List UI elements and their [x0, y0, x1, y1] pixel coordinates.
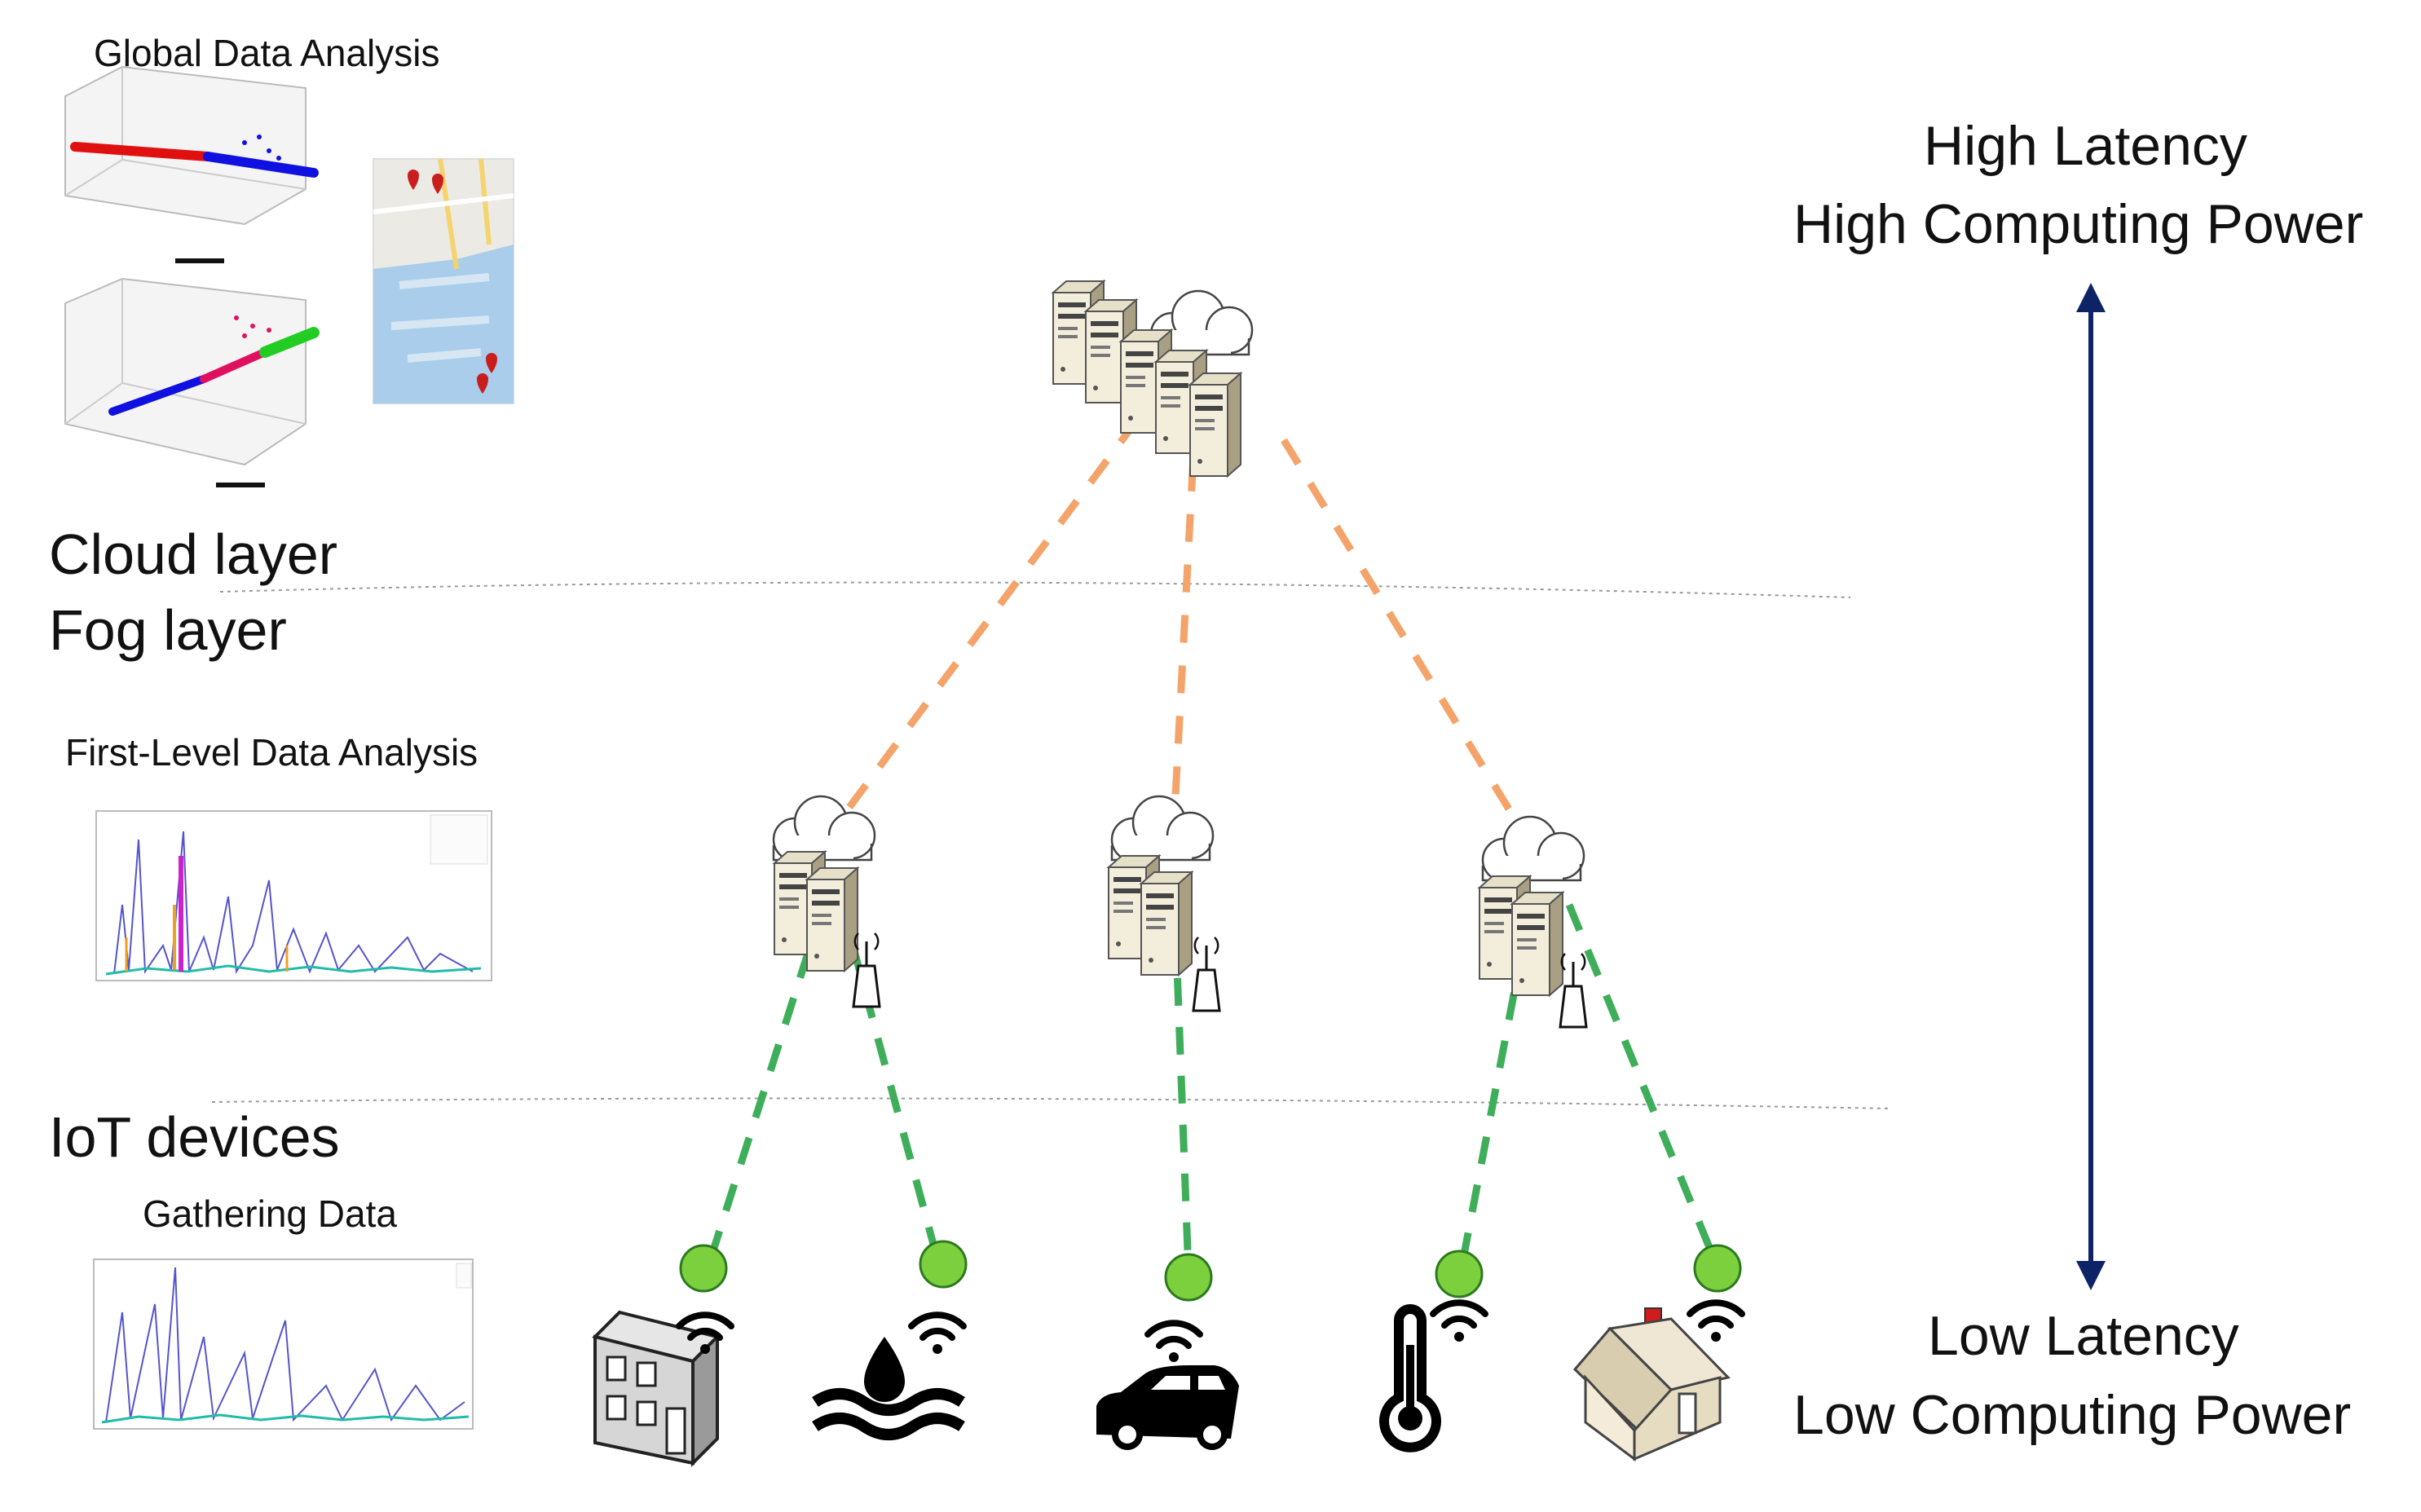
fog-device-link-5	[1565, 903, 1720, 1265]
city-map-thumbnail	[373, 158, 514, 404]
thermometer-icon	[1379, 1304, 1441, 1452]
gathering-timeseries-thumbnail	[93, 1259, 474, 1430]
fog-layer-label: Fog layer	[49, 598, 287, 662]
fog-device-link-1	[705, 903, 827, 1265]
thermometer-wifi-icon	[1433, 1303, 1485, 1342]
water-wifi-icon	[911, 1315, 964, 1354]
first-level-timeseries-thumbnail	[95, 810, 492, 981]
cloud-fog-link-3	[1281, 438, 1532, 844]
house-icon	[1572, 1307, 1731, 1461]
iot-layer-label: IoT devices	[49, 1105, 340, 1169]
gathering-data-title: Gathering Data	[143, 1192, 397, 1235]
scatter-3d-plot-bottom	[64, 277, 320, 487]
cloud-fog-link-1	[828, 417, 1140, 834]
fog-server-3-icon	[1479, 815, 1588, 1029]
device-node-icons	[679, 1240, 1742, 1302]
fog-iot-divider	[211, 1097, 1892, 1109]
cloud-layer-label: Cloud layer	[49, 522, 338, 586]
high-latency-label: High Latency	[1924, 115, 2247, 177]
fog-server-2-icon	[1108, 795, 1221, 1012]
first-level-analysis-title: First-Level Data Analysis	[65, 731, 478, 774]
low-power-label: Low Computing Power	[1793, 1384, 2352, 1446]
building-icon	[592, 1310, 721, 1467]
house-wifi-icon	[1690, 1303, 1742, 1342]
car-icon	[1096, 1365, 1239, 1450]
high-power-label: High Computing Power	[1793, 193, 2364, 255]
scatter-3d-plot-top	[64, 65, 319, 263]
water-icon	[812, 1337, 965, 1440]
low-latency-label: Low Latency	[1928, 1305, 2239, 1367]
cloud-fog-divider	[219, 581, 1851, 598]
car-wifi-icon	[1148, 1323, 1200, 1362]
server-cluster-cloud-icon	[1052, 280, 1254, 477]
global-analysis-title: Global Data Analysis	[94, 32, 440, 74]
fog-server-1-icon	[772, 795, 881, 1008]
